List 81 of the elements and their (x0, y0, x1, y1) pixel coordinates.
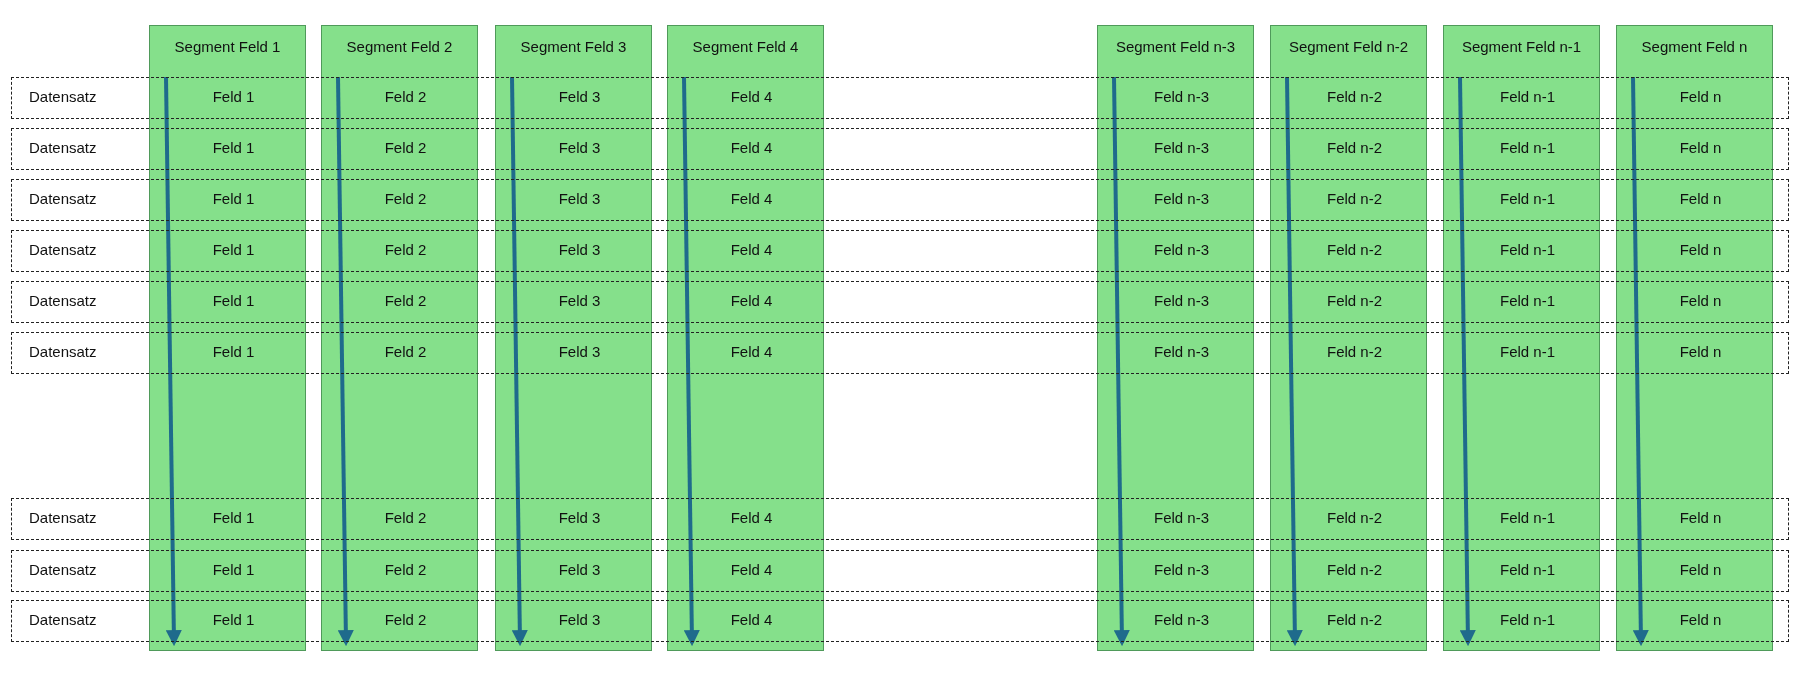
field-label: Feld 3 (558, 611, 601, 628)
field-label: Feld 4 (730, 509, 773, 526)
field-label: Feld 2 (384, 611, 427, 628)
field-label: Feld n-1 (1500, 343, 1555, 360)
field-label: Feld n-1 (1500, 509, 1555, 526)
field-label: Feld 1 (212, 611, 255, 628)
field-label: Feld 3 (558, 509, 601, 526)
field-label: Feld n-1 (1500, 292, 1555, 309)
field-label: Feld 3 (558, 292, 601, 309)
field-label: Feld 4 (730, 561, 773, 578)
field-label: Feld n-1 (1500, 611, 1555, 628)
field-label: Feld n-2 (1327, 241, 1382, 258)
row-label: Datensatz (29, 241, 97, 258)
field-label: Feld n-3 (1154, 139, 1209, 156)
field-label: Feld 3 (558, 139, 601, 156)
field-label: Feld 2 (384, 561, 427, 578)
field-label: Feld n-3 (1154, 190, 1209, 207)
field-label: Feld n (1679, 343, 1722, 360)
field-label: Feld 1 (212, 88, 255, 105)
row-label: Datensatz (29, 139, 97, 156)
field-label: Feld n-1 (1500, 241, 1555, 258)
field-label: Feld 1 (212, 139, 255, 156)
field-label: Feld n-3 (1154, 88, 1209, 105)
field-label: Feld n-3 (1154, 509, 1209, 526)
row-label: Datensatz (29, 292, 97, 309)
field-label: Feld 3 (558, 561, 601, 578)
field-label: Feld 2 (384, 139, 427, 156)
row-label: Datensatz (29, 611, 97, 628)
field-label: Feld 3 (558, 190, 601, 207)
field-label: Feld 4 (730, 190, 773, 207)
field-label: Feld n-1 (1500, 561, 1555, 578)
row-label: Datensatz (29, 190, 97, 207)
field-label: Feld n (1679, 88, 1722, 105)
field-label: Feld 1 (212, 561, 255, 578)
field-label: Feld 3 (558, 241, 601, 258)
field-label: Feld 4 (730, 343, 773, 360)
field-label: Feld 4 (730, 139, 773, 156)
field-label: Feld 1 (212, 509, 255, 526)
field-label: Feld n-3 (1154, 611, 1209, 628)
field-label: Feld 2 (384, 241, 427, 258)
field-label: Feld n-3 (1154, 292, 1209, 309)
field-label: Feld n-2 (1327, 561, 1382, 578)
field-label: Feld n (1679, 509, 1722, 526)
field-label: Feld 3 (558, 88, 601, 105)
field-label: Feld 1 (212, 292, 255, 309)
row-label: Datensatz (29, 88, 97, 105)
row-label: Datensatz (29, 561, 97, 578)
field-label: Feld n-3 (1154, 561, 1209, 578)
field-label: Feld n (1679, 190, 1722, 207)
field-label: Feld n (1679, 611, 1722, 628)
field-label: Feld n-2 (1327, 611, 1382, 628)
field-label: Feld 1 (212, 190, 255, 207)
field-label: Feld 4 (730, 611, 773, 628)
field-label: Feld n-2 (1327, 292, 1382, 309)
field-label: Feld n-2 (1327, 139, 1382, 156)
field-label: Feld 2 (384, 343, 427, 360)
row-label: Datensatz (29, 343, 97, 360)
field-label: Feld 4 (730, 241, 773, 258)
field-label: Feld n-3 (1154, 343, 1209, 360)
field-label: Feld n-3 (1154, 241, 1209, 258)
field-label: Feld n (1679, 292, 1722, 309)
field-label: Feld 2 (384, 190, 427, 207)
field-label: Feld 2 (384, 88, 427, 105)
field-label: Feld 4 (730, 88, 773, 105)
field-label: Feld n-2 (1327, 88, 1382, 105)
field-label: Feld 3 (558, 343, 601, 360)
field-label: Feld 1 (212, 343, 255, 360)
field-label: Feld 2 (384, 292, 427, 309)
field-label: Feld n-2 (1327, 509, 1382, 526)
field-label: Feld n-1 (1500, 88, 1555, 105)
field-label: Feld n-2 (1327, 343, 1382, 360)
field-label: Feld 4 (730, 292, 773, 309)
field-label: Feld n (1679, 139, 1722, 156)
row-label: Datensatz (29, 509, 97, 526)
field-label: Feld n-1 (1500, 139, 1555, 156)
field-label: Feld n (1679, 241, 1722, 258)
field-label: Feld 2 (384, 509, 427, 526)
field-label: Feld 1 (212, 241, 255, 258)
field-label: Feld n (1679, 561, 1722, 578)
field-label: Feld n-1 (1500, 190, 1555, 207)
field-label: Feld n-2 (1327, 190, 1382, 207)
